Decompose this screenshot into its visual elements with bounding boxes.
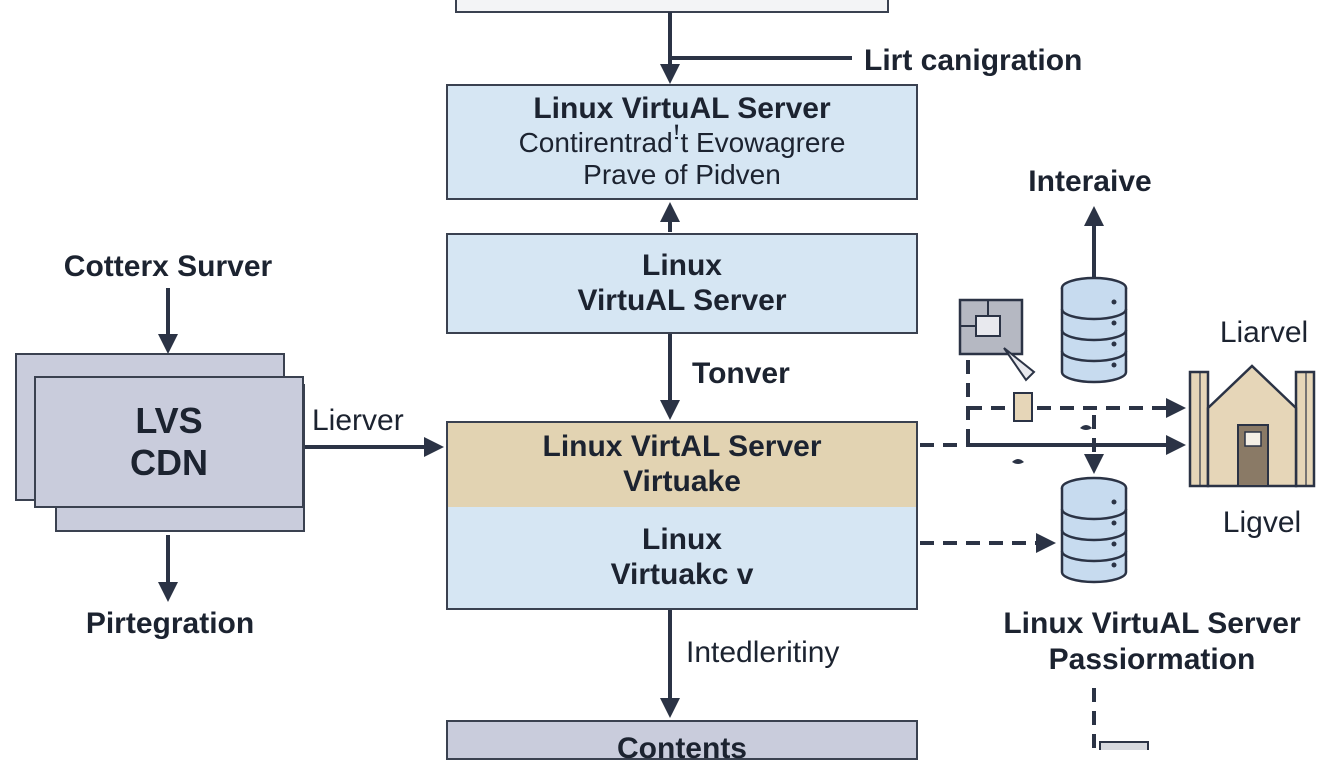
house-icon (1188, 364, 1316, 488)
box4-line1: Linux (642, 522, 722, 556)
box3-lvs-virtuake: Linux VirtAL Server Virtuake (446, 421, 918, 509)
mark-1 (1080, 425, 1092, 430)
database-icon-bottom (1060, 476, 1128, 584)
right-bottom-line1: Linux VirtuAL Server (1003, 607, 1301, 640)
partial-icon-bottom-right (1099, 741, 1149, 750)
mid-label: Tonver (692, 357, 790, 390)
left-bottom-label: Pirtegration (85, 607, 255, 640)
box4-line2: Virtuakc ᴠ (610, 557, 754, 591)
right-bottom-label: Linux VirtuAL Server Passiormation (1003, 606, 1300, 678)
file-icon (1013, 392, 1033, 422)
box2-line1: Linux (642, 248, 722, 282)
lvs-line2: CDN (130, 442, 208, 483)
box2-line2: VirtuAL Server (577, 283, 787, 317)
left-top-label: Cotterx Surver (63, 250, 273, 283)
bottom-label: Intedleritiny (686, 636, 840, 669)
database-icon-top (1060, 276, 1128, 384)
top-partial-box (455, 0, 889, 13)
box1-title: Linux VirtuAL Server (533, 92, 831, 126)
lvs-cdn-card: LVS CDN (34, 376, 304, 508)
box2-lvs: Linux VirtuAL Server (446, 233, 918, 334)
lvs-line1: LVS (135, 400, 203, 442)
house-top-label: Liarvel (1219, 316, 1309, 349)
house-bottom-label: Ligvel (1222, 506, 1302, 539)
mark-2 (1012, 459, 1024, 464)
network-module-icon (958, 298, 1036, 382)
right-top-label: Interaive (1028, 165, 1152, 198)
box1-line2: Contirentradꜝt Evowagrere (518, 126, 846, 158)
right-bottom-line2: Passiormation (1048, 643, 1256, 676)
box1-lvs-configuration: Linux VirtuAL Server Contirentradꜝt Evow… (446, 84, 918, 200)
box3-line1: Linux VirtAL Server (542, 430, 822, 464)
box4-lvs-virtual: Linux Virtuakc ᴠ (446, 507, 918, 610)
lierver-label: Lierver (312, 404, 404, 437)
top-label: Lirt canigration (864, 44, 1083, 77)
box3-line2: Virtuake (623, 465, 741, 498)
box5-title: Contents (617, 732, 747, 765)
box5-contents: Contents (446, 720, 918, 765)
box1-line3: Prave of Pidven (583, 159, 781, 191)
